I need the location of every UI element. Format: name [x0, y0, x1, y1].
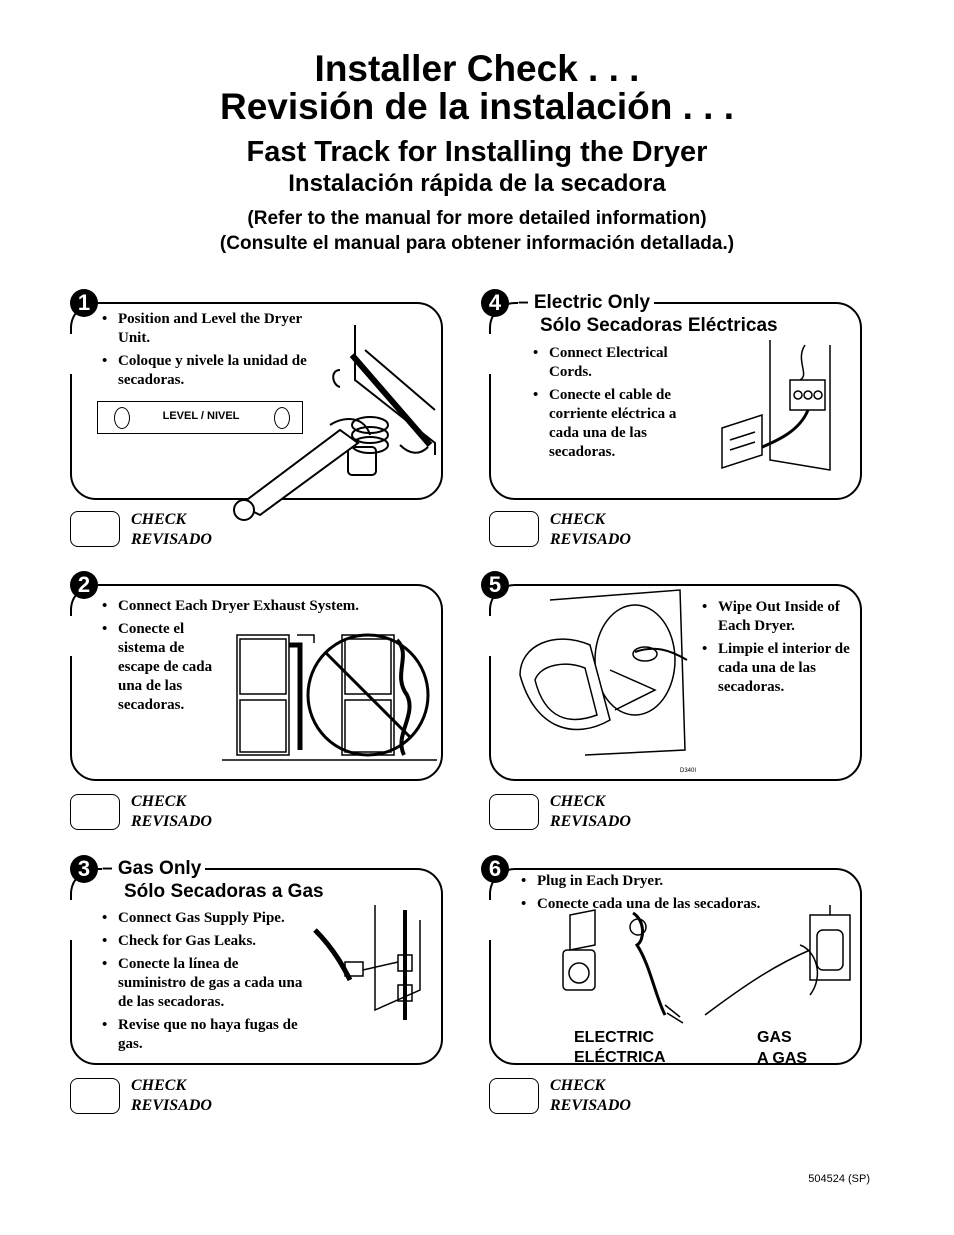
- electric-label-spanish: ELÉCTRICA: [574, 1049, 666, 1066]
- document-code: 504524 (SP): [808, 1173, 870, 1185]
- bullet: Conecte la línea de suministro de gas a …: [100, 955, 310, 1012]
- dryer-drum-wipe-icon: [519, 589, 688, 756]
- check-label: CHECK: [131, 1077, 187, 1094]
- step-2-bullet-2: Conecte el sistema de escape de cada una…: [100, 620, 225, 719]
- step-3-heading-spanish: Sólo Secadoras a Gas: [124, 881, 328, 902]
- bullet: Connect Each Dryer Exhaust System.: [100, 597, 405, 616]
- step-2-checkbox[interactable]: [70, 794, 120, 830]
- note-english: (Refer to the manual for more detailed i…: [247, 208, 707, 229]
- check-label: CHECK: [131, 793, 187, 810]
- step-4-bullets: Connect Electrical Cords. Conecte el cab…: [531, 344, 701, 466]
- bullet: Conecte cada una de las secadoras.: [519, 895, 839, 914]
- step-2-number: 2: [70, 571, 98, 599]
- check-label-spanish: REVISADO: [550, 1097, 631, 1114]
- check-label-spanish: REVISADO: [550, 531, 631, 548]
- level-vial-icon: [114, 407, 130, 429]
- step-2-bullet-1: Connect Each Dryer Exhaust System.: [100, 597, 405, 620]
- check-label: CHECK: [550, 511, 606, 528]
- bullet: Conecte el cable de corriente eléctrica …: [531, 386, 701, 462]
- step-4-heading: – Electric Only: [518, 292, 655, 313]
- check-label: CHECK: [550, 1077, 606, 1094]
- bullet: Conecte el sistema de escape de cada una…: [100, 620, 225, 715]
- gas-label: GAS: [757, 1029, 792, 1046]
- step-4-heading-spanish: Sólo Secadoras Eléctricas: [540, 315, 782, 336]
- check-label-spanish: REVISADO: [550, 813, 631, 830]
- step-1-number: 1: [70, 289, 98, 317]
- step-3-number: 3: [70, 855, 98, 883]
- bullet: Plug in Each Dryer.: [519, 872, 839, 891]
- bullet: Position and Level the Dryer Unit.: [100, 310, 325, 348]
- bullet: Connect Electrical Cords.: [531, 344, 701, 382]
- step-4-number: 4: [481, 289, 509, 317]
- step-4-checkbox[interactable]: [489, 511, 539, 547]
- bullet: Limpie el interior de cada una de las se…: [700, 640, 855, 697]
- step-5-bullets: Wipe Out Inside of Each Dryer. Limpie el…: [700, 598, 855, 701]
- step-6-checkbox[interactable]: [489, 1078, 539, 1114]
- stacked-dryers-exhaust-icon: [222, 633, 437, 761]
- title-english: Installer Check . . .: [314, 48, 640, 89]
- check-label: CHECK: [131, 511, 187, 528]
- step-3-checkbox[interactable]: [70, 1078, 120, 1114]
- note-spanish: (Consulte el manual para obtener informa…: [219, 233, 735, 254]
- bullet: Check for Gas Leaks.: [100, 932, 310, 951]
- electric-label: ELECTRIC: [574, 1029, 654, 1046]
- step-6-bullets: Plug in Each Dryer. Conecte cada una de …: [519, 872, 839, 918]
- step-5-checkbox[interactable]: [489, 794, 539, 830]
- level-label: LEVEL / NIVEL: [162, 410, 240, 422]
- gas-connector-icon: [313, 905, 421, 1020]
- title-spanish: Revisión de la instalación . . .: [219, 86, 735, 127]
- check-label: CHECK: [550, 793, 606, 810]
- level-tool: LEVEL / NIVEL: [97, 401, 303, 434]
- check-label-spanish: REVISADO: [131, 1097, 212, 1114]
- level-vial-icon: [274, 407, 290, 429]
- subtitle-english: Fast Track for Installing the Dryer: [246, 136, 708, 168]
- bullet: Coloque y nivele la unidad de secadoras.: [100, 352, 325, 390]
- leveling-leg-wrench-icon: [233, 325, 436, 521]
- plug-outlet-icon: [562, 905, 851, 1024]
- step-1-bullets: Position and Level the Dryer Unit. Coloq…: [100, 310, 325, 394]
- electrical-terminal-block-icon: [721, 340, 831, 471]
- step-3-bullets: Connect Gas Supply Pipe. Check for Gas L…: [100, 909, 310, 1058]
- gas-label-spanish: A GAS: [757, 1050, 808, 1067]
- bullet: Revise que no haya fugas de gas.: [100, 1016, 310, 1054]
- bullet: Connect Gas Supply Pipe.: [100, 909, 310, 928]
- figure-code: D340I: [680, 768, 697, 774]
- check-label-spanish: REVISADO: [131, 813, 212, 830]
- check-label-spanish: REVISADO: [131, 531, 212, 548]
- step-3-heading: – Gas Only: [102, 858, 206, 879]
- step-1-checkbox[interactable]: [70, 511, 120, 547]
- bullet: Wipe Out Inside of Each Dryer.: [700, 598, 855, 636]
- step-5-number: 5: [481, 571, 509, 599]
- step-6-number: 6: [481, 855, 509, 883]
- subtitle-spanish: Instalación rápida de la secadora: [288, 170, 666, 197]
